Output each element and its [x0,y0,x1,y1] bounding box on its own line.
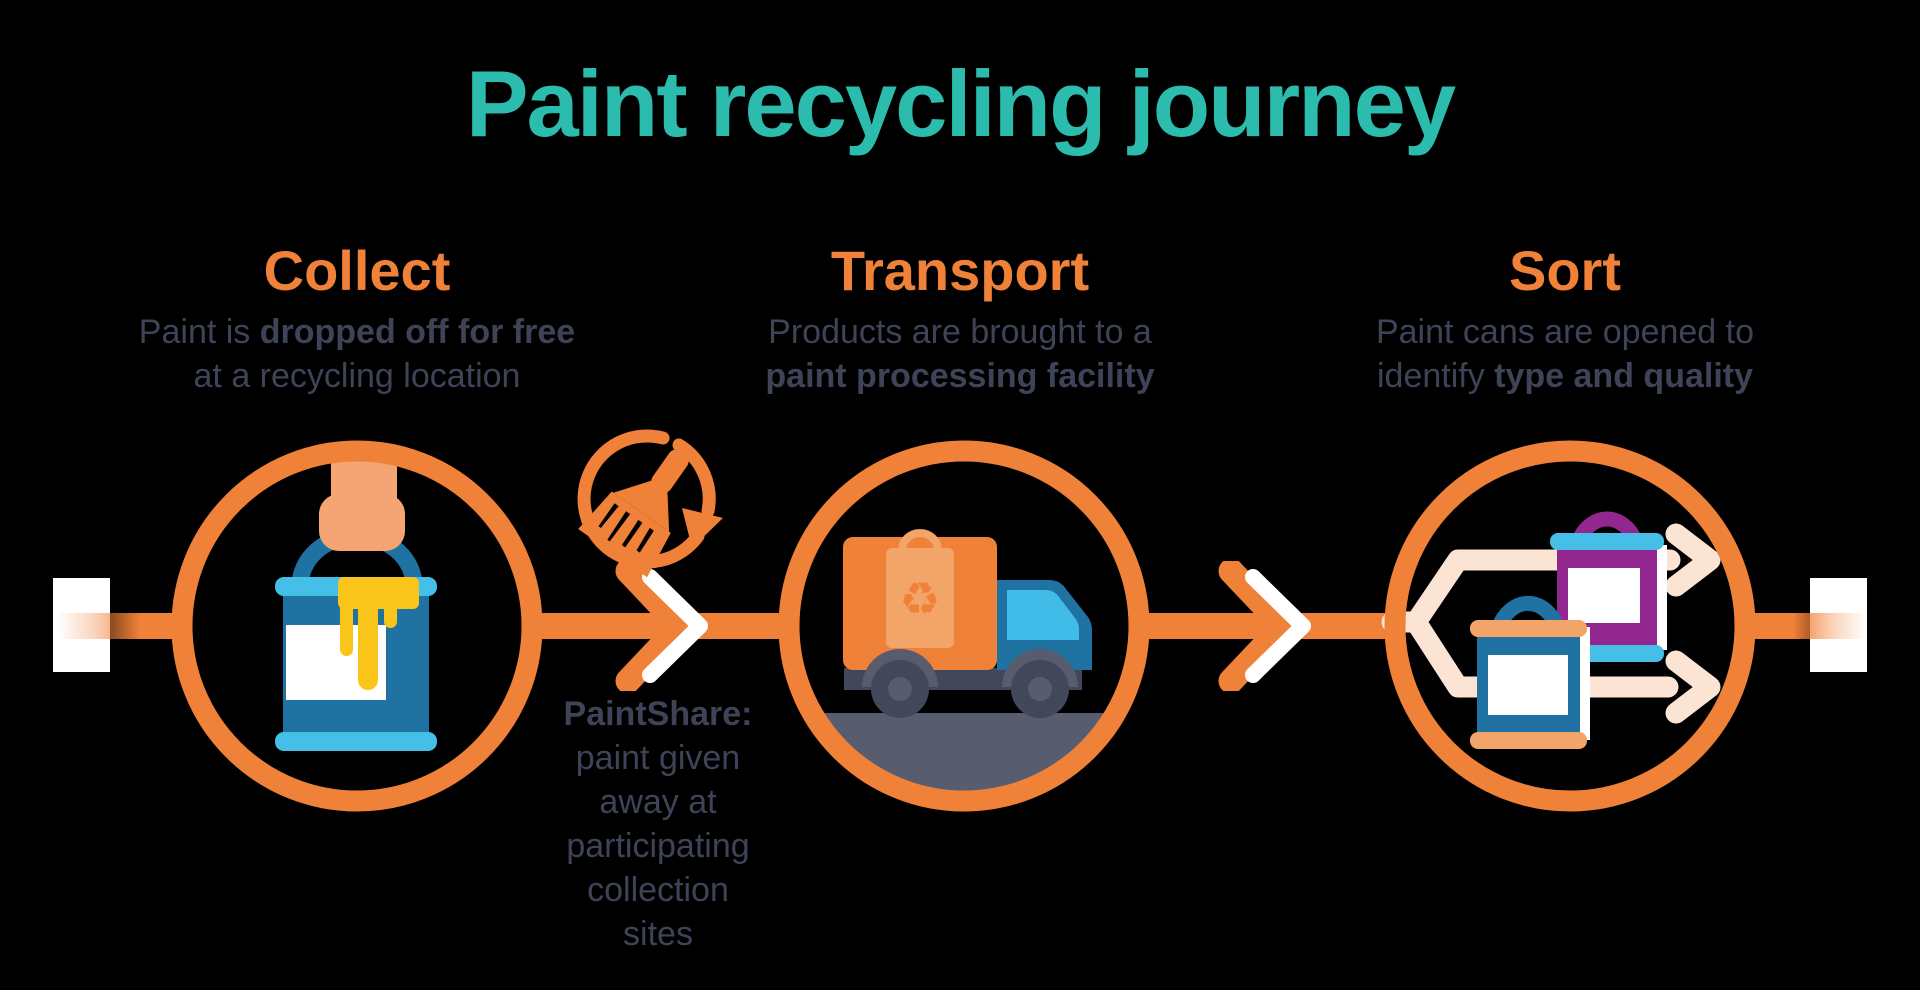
paintshare-note-line: paint given [575,739,741,777]
flow-line-start [58,613,190,639]
fist [319,494,405,551]
stage-ring [171,440,543,812]
bag-handle [898,529,942,551]
stage-transport-heading: Transport [830,239,1090,302]
stage-sort-text-line: Paint cans are opened to [1375,313,1755,351]
stage-ring [1384,440,1756,812]
stage-collect-heading: Collect [263,239,451,302]
hand-holding-paint-can-icon [171,440,543,812]
recycle-symbol-icon: ♻ [899,572,940,626]
paint-can-top-rim [1550,533,1664,550]
page-title: Paint recycling journey [465,51,1456,156]
paint-can-label [1568,568,1640,623]
stage-sort-text-line: identify type and quality [1376,357,1753,395]
paint-can-top-rim [1470,620,1587,637]
can-handle [1490,595,1566,632]
paintbrush-recycle-icon [577,429,723,578]
paint-can-label [1488,655,1568,715]
stage-collect-text-line: Paint is dropped off for free [138,313,576,351]
chevron-right-icon [1218,561,1311,691]
stage-ring [778,440,1150,812]
stage-collect-text-line: at a recycling location [193,357,521,395]
paintshare-note-line: away at [599,783,717,821]
paint-can-bottom-rim [275,732,437,751]
paintshare-note-line: PaintShare: [563,695,753,733]
can-handle [1571,511,1643,546]
recycling-truck-icon: ♻ [778,440,1150,812]
paint-bag [886,548,954,648]
paintshare-note-line: sites [623,915,693,953]
paintshare-note-line: participating [566,827,750,865]
flow-line-end [1748,613,1866,639]
stage-transport-text-line: Products are brought to a [768,313,1152,351]
stage-sort: Sort Paint cans are opened to identify t… [1315,240,1815,398]
stage-transport-text-line: paint processing facility [765,357,1155,395]
sorted-paint-cans-icon [1381,440,1756,812]
paintbrush-glyph [578,449,689,578]
paint-can-blue [1470,595,1590,749]
stage-transport: Transport Products are brought to a pain… [710,240,1210,398]
stage-collect: Collect Paint is dropped off for free at… [107,240,607,398]
paintshare-note-line: collection [587,871,729,909]
paint-can-bottom-rim [1470,732,1587,749]
stage-sort-heading: Sort [1509,239,1621,302]
yellow-paint-drip [338,577,419,690]
paintshare-note: PaintShare: paint given away at particip… [533,692,783,956]
chevron-right-icon [615,561,708,691]
truck-window [1007,590,1079,640]
